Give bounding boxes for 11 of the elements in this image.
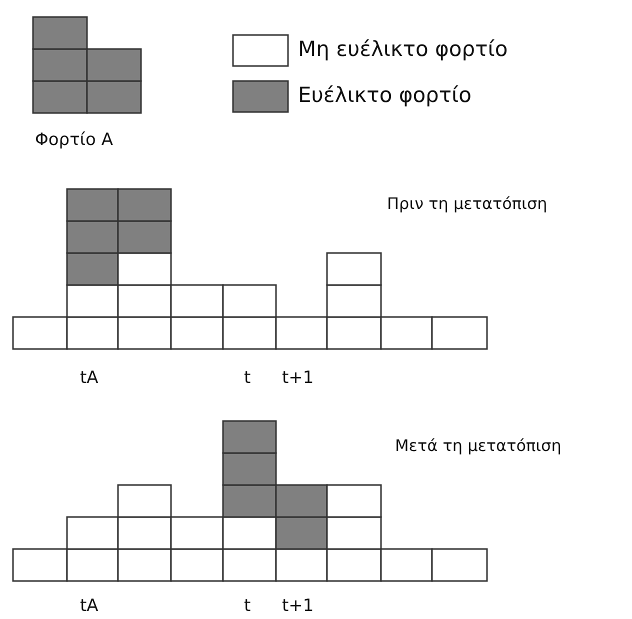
legend-label: Μη ευέλικτο φορτίο <box>298 39 508 60</box>
chart-title: Πριν τη μετατόπιση <box>387 196 548 212</box>
time-label: t <box>244 598 251 615</box>
time-label: t <box>244 370 251 387</box>
load-label: Φορτίο A <box>35 132 113 149</box>
chart-title: Μετά τη μετατόπιση <box>395 438 562 454</box>
time-label: t+1 <box>282 370 314 387</box>
time-label: tA <box>80 598 98 615</box>
time-label: t+1 <box>282 598 314 615</box>
time-label: tA <box>80 370 98 387</box>
legend-label: Ευέλικτο φορτίο <box>298 85 472 106</box>
